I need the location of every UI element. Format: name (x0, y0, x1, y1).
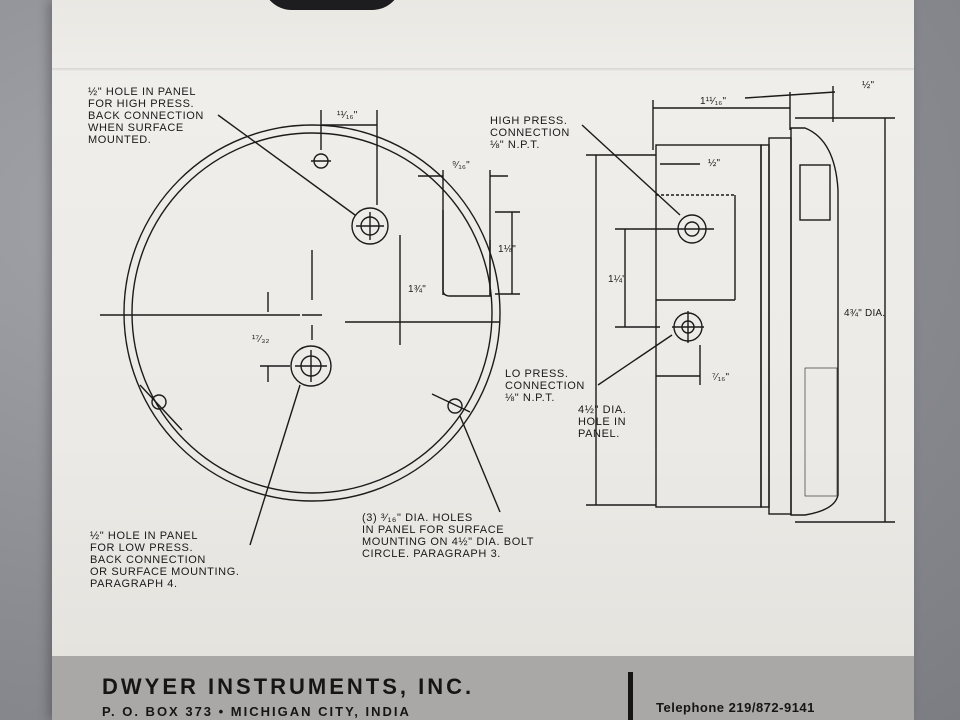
dim-11-16: ¹¹⁄₁₆" (337, 110, 358, 121)
dim-half-mid: ½" (708, 158, 721, 169)
instruction-sheet (52, 0, 914, 720)
gauge-edge (262, 0, 402, 10)
high-press-hole (351, 207, 389, 245)
dim-1-3-4: 1¾" (408, 284, 427, 295)
leader-high-hole (217, 114, 356, 216)
low-press-hole (290, 345, 332, 387)
bezel (790, 127, 839, 516)
dim-17-32: ¹⁷⁄₃₂ (252, 334, 270, 345)
dim-1-1-8: 1⅛" (498, 244, 517, 255)
dim-1-11-16: 1¹¹⁄₁₆" (700, 96, 727, 107)
label-high-press-connection: HIGH PRESS. CONNECTION ⅛" N.P.T. (490, 115, 570, 151)
dim-7-16: ⁷⁄₁₆" (712, 372, 730, 383)
footer-band: DWYER INSTRUMENTS, INC. P. O. BOX 373 • … (52, 656, 914, 720)
dim-1-1-4: 1¼" (608, 274, 627, 285)
dim-4-3-4-dia: 4¾" DIA. (844, 308, 886, 319)
grip-ridges (804, 367, 838, 497)
dim-9-16: ⁹⁄₁₆" (452, 160, 470, 171)
leader-bolt (459, 415, 501, 513)
label-panel-hole: 4½" DIA. HOLE IN PANEL. (578, 404, 627, 440)
side-view (581, 86, 895, 523)
inner-flange-circle (131, 132, 493, 494)
panel-cutout-view (100, 110, 520, 546)
company-name: DWYER INSTRUMENTS, INC. (102, 674, 475, 699)
dim-half-top: ½" (862, 80, 875, 91)
leader-low-hole (249, 384, 301, 546)
label-high-press-hole: ½" HOLE IN PANEL FOR HIGH PRESS. BACK CO… (88, 86, 204, 146)
bolt-hole-left (151, 394, 167, 410)
outer-flange-circle (123, 124, 501, 502)
label-lo-press-connection: LO PRESS. CONNECTION ⅛" N.P.T. (505, 368, 585, 404)
company-phone: Telephone 219/872-9141 (656, 700, 815, 715)
case-body (655, 144, 762, 508)
label-low-press-hole: ½" HOLE IN PANEL FOR LOW PRESS. BACK CON… (90, 530, 240, 590)
label-bolt-holes: (3) ³⁄₁₆" DIA. HOLES IN PANEL FOR SURFAC… (362, 512, 535, 560)
bolt-hole-right (447, 398, 463, 414)
paper-fold (52, 68, 914, 72)
company-address: P. O. BOX 373 • MICHIGAN CITY, INDIA (102, 704, 411, 719)
footer-divider (628, 672, 633, 720)
